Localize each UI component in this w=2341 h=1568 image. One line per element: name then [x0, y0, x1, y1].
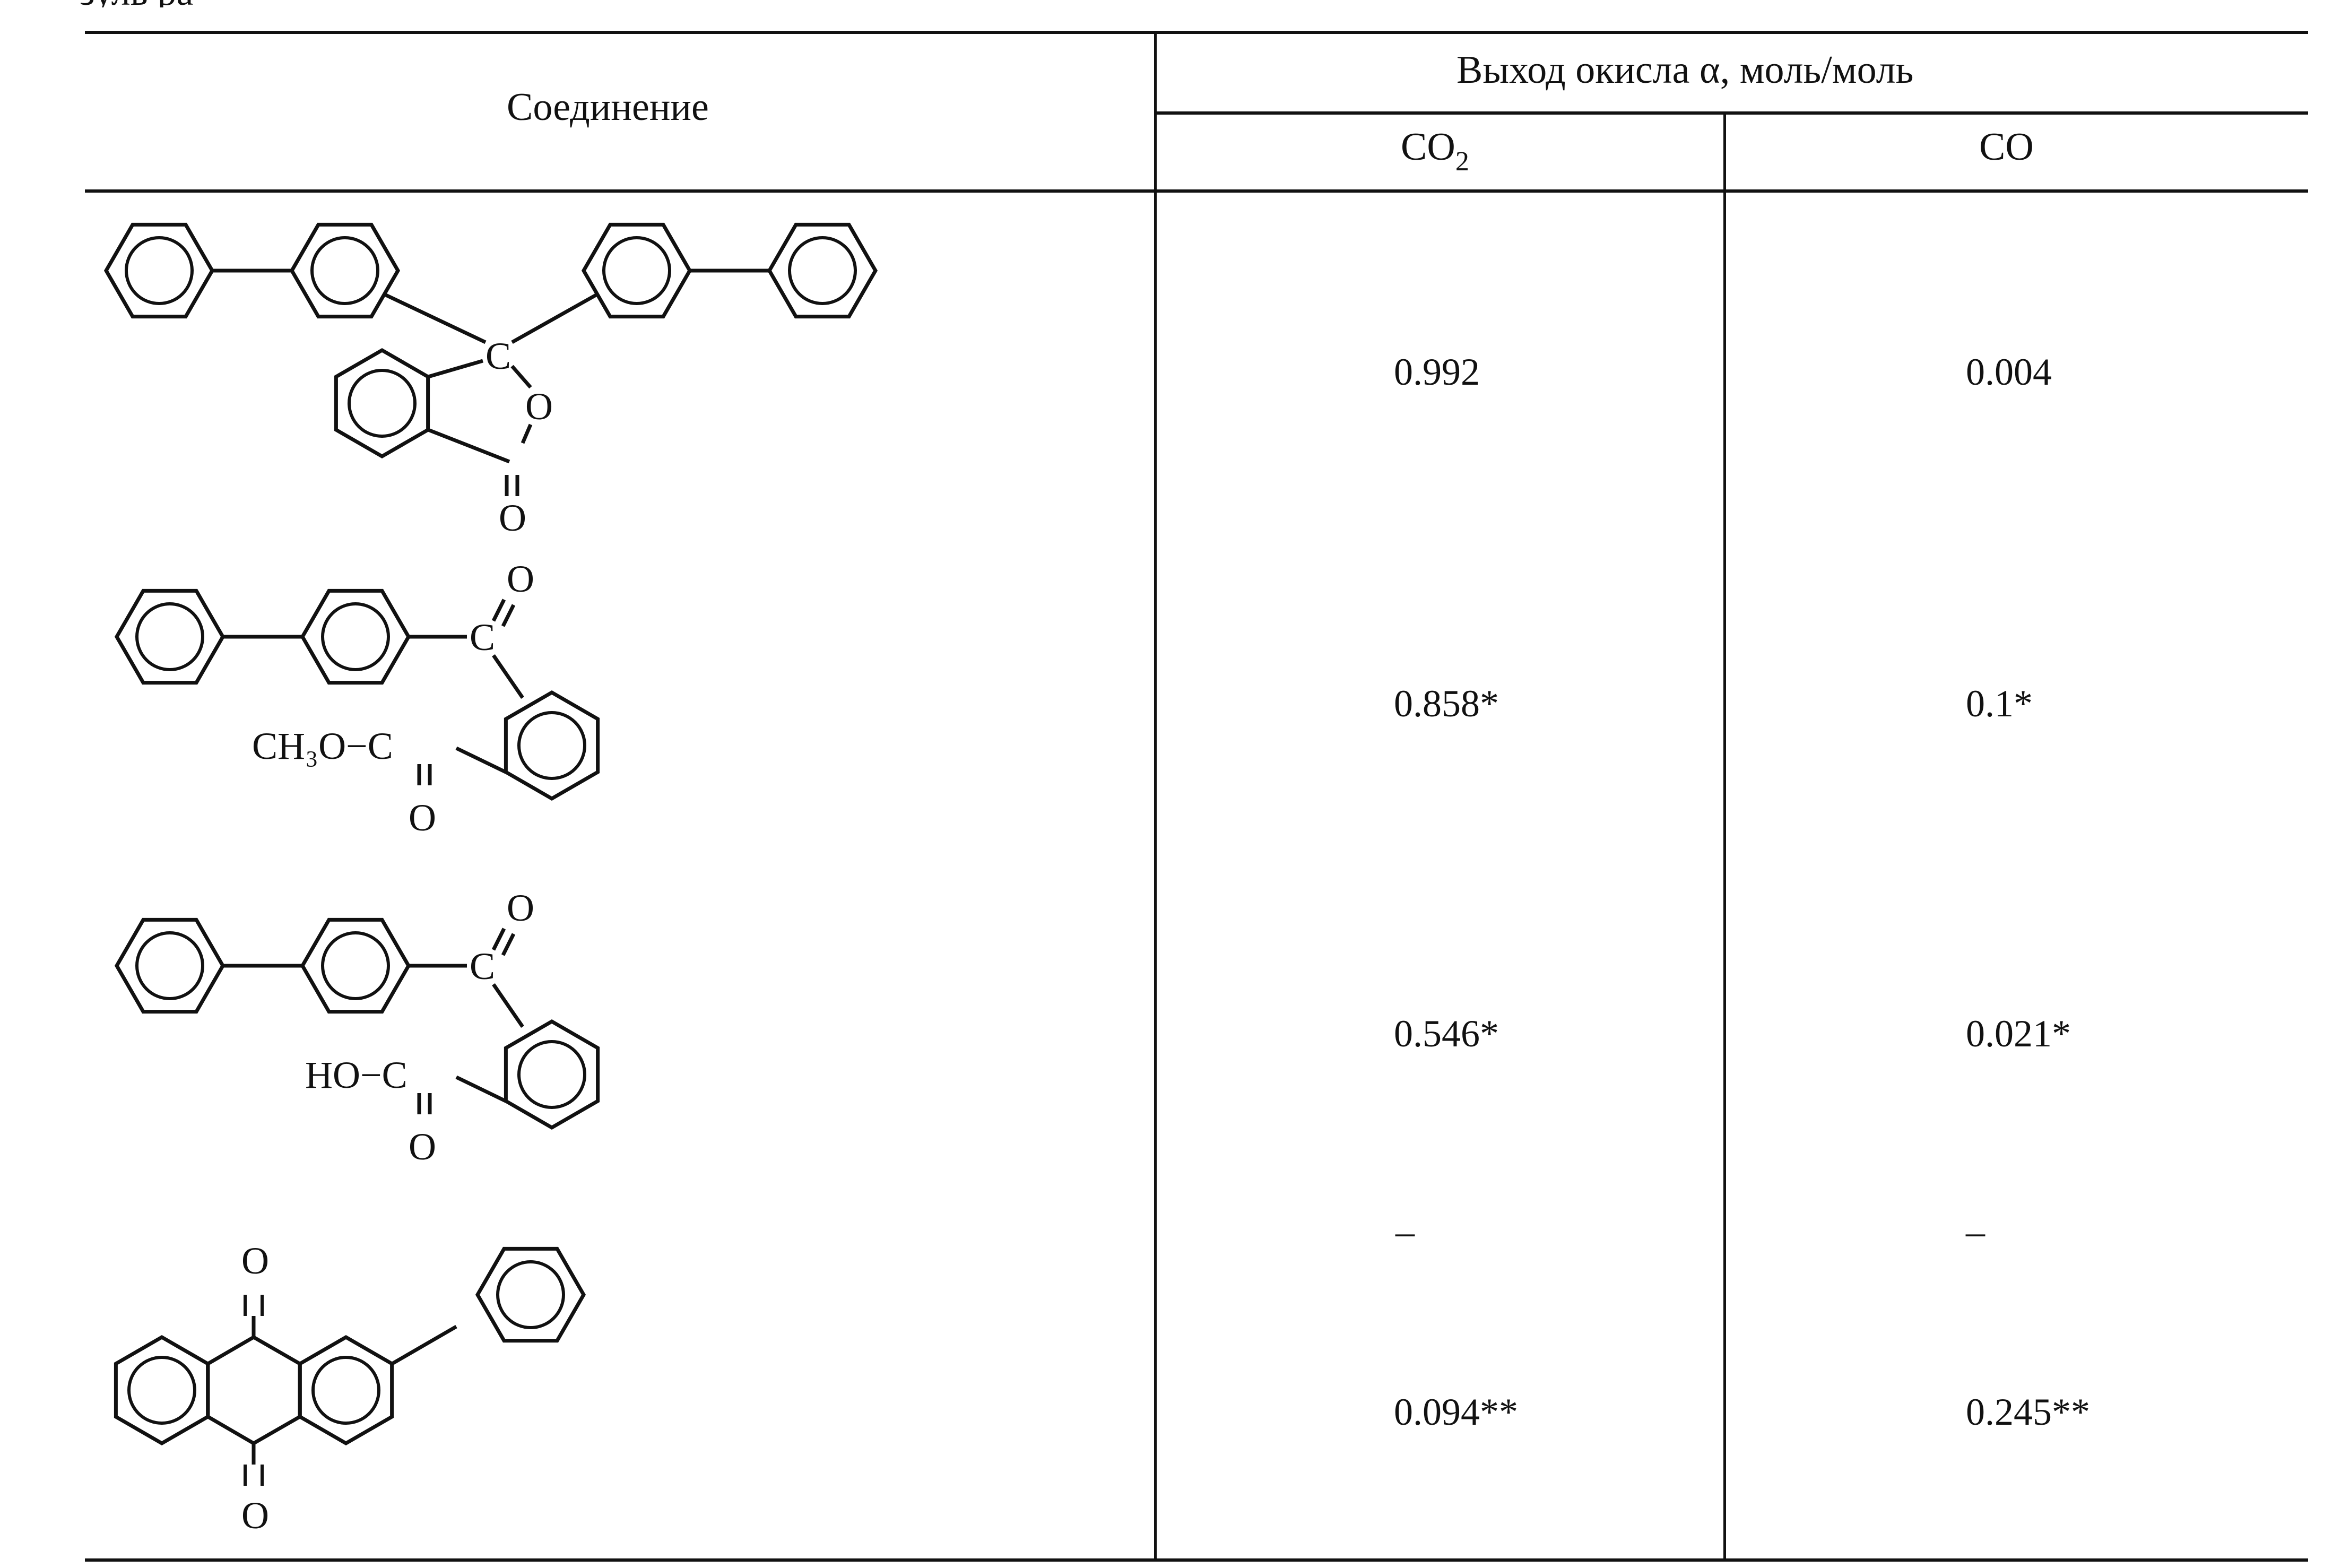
column-divider-1 [1154, 31, 1157, 1560]
header-co2-base: CO [1401, 125, 1455, 169]
structure-4-label-o-top: O [241, 1240, 269, 1282]
structure-3-label-acid: HO−C [305, 1054, 407, 1096]
structure-3-label-o-bottom: O [409, 1125, 436, 1168]
structure-1: C O O [0, 0, 955, 586]
header-co2: CO2 [1401, 127, 1469, 176]
header-bottom-rule [85, 189, 2308, 193]
structure-2: O C CH₃O−C O [0, 0, 955, 905]
top-text-fragment: зуль ра [80, 0, 239, 7]
header-co2-subscript: 2 [1455, 146, 1469, 177]
row-4-co2-value: 0.094** [1394, 1391, 1518, 1433]
structure-2-drawing: O C CH₃O−C O [0, 558, 955, 839]
row-3-co2-value: 0.546* [1394, 1012, 1499, 1055]
structure-4-drawing: O O [0, 1240, 955, 1537]
structure-1-label-o-carbonyl: O [499, 497, 526, 539]
structure-1-drawing: C O O [0, 0, 955, 539]
yield-header-rule [1157, 111, 2308, 115]
structure-3-drawing: O C HO−C O [0, 887, 955, 1168]
structure-2-label-o-bottom: O [409, 796, 436, 839]
structure-2-label-c-top: C [470, 616, 495, 659]
row-4-co-dash: – [1966, 1210, 1985, 1253]
header-co: CO [1979, 125, 2034, 169]
row-2-co2-value: 0.858* [1394, 682, 1499, 725]
row-1-co-value: 0.004 [1966, 351, 2052, 393]
column-divider-2 [1723, 111, 1726, 1560]
header-compound: Соединение [507, 85, 709, 129]
structure-2-label-ester: CH₃O−C [252, 725, 393, 767]
row-3-co-value: 0.021* [1966, 1012, 2071, 1055]
row-2-co-value: 0.1* [1966, 682, 2033, 725]
structure-1-label-o-ring: O [525, 385, 553, 428]
structure-3: O C HO−C O [0, 0, 955, 1223]
structure-1-label-c: C [485, 335, 511, 377]
table-top-rule [85, 31, 2308, 34]
row-4-co-value: 0.245** [1966, 1391, 2090, 1433]
structure-4: O O [0, 0, 955, 1568]
table-bottom-rule [85, 1558, 2308, 1562]
row-1-co2-value: 0.992 [1394, 351, 1480, 393]
structure-3-label-c-top: C [470, 945, 495, 987]
header-yield: Выход окисла α, моль/моль [1456, 48, 1914, 92]
row-4-co2-dash: – [1395, 1210, 1415, 1253]
structure-4-label-o-bottom: O [241, 1494, 269, 1537]
structure-3-label-o-top: O [507, 887, 534, 929]
structure-2-label-o-top: O [507, 558, 534, 600]
